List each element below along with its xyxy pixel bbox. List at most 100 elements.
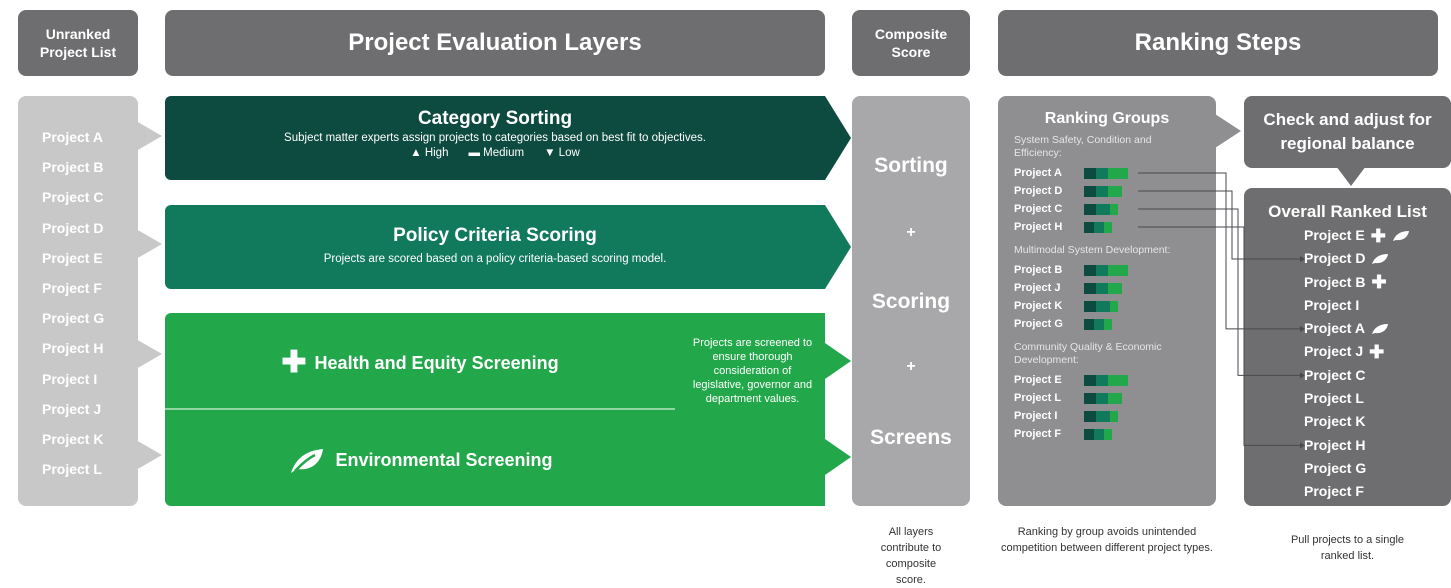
score-bar <box>1084 392 1122 404</box>
score-bar-segment <box>1084 410 1096 422</box>
unranked-project-item: Project E <box>42 249 103 266</box>
ranking-group-project-name: Project B <box>1014 264 1063 276</box>
legend-medium-label: Medium <box>483 147 525 159</box>
ranking-group-project-name: Project I <box>1014 410 1058 422</box>
ranking-group-project: Project C <box>1014 200 1216 218</box>
leaf-icon <box>1372 253 1389 264</box>
score-bar-segment <box>1096 410 1110 422</box>
overall-ranked-item-name: Project E <box>1304 227 1365 243</box>
legend-low-label: Low <box>558 147 580 159</box>
env-arrow <box>825 439 851 475</box>
ranking-header: Ranking Steps <box>998 10 1438 76</box>
score-bar-segment <box>1110 203 1118 215</box>
score-bar-segment <box>1108 374 1128 386</box>
score-bar <box>1084 203 1118 215</box>
composite-header-text: Composite Score <box>874 26 948 60</box>
score-bar-segment <box>1094 428 1104 440</box>
overall-ranked-item: Project C <box>1304 364 1451 387</box>
composite-sorting: Sorting <box>874 154 948 177</box>
score-bar-segment <box>1108 264 1128 276</box>
screening-note: Projects are screened to ensure thorough… <box>692 337 813 405</box>
score-bar-segment <box>1084 167 1096 179</box>
score-bar-segment <box>1108 185 1122 197</box>
ranking-group-project: Project F <box>1014 425 1216 443</box>
health-screening-title: Health and Equity Screening <box>314 352 559 373</box>
policy-scoring-title: Policy Criteria Scoring <box>393 225 597 246</box>
score-bar-segment <box>1096 167 1108 179</box>
plus-icon: ✚ <box>1371 272 1387 293</box>
ranking-group-project-name: Project J <box>1014 282 1061 294</box>
score-bar-segment <box>1096 282 1108 294</box>
score-bar-segment <box>1108 167 1128 179</box>
overall-ranked-item-name: Project A <box>1304 320 1365 337</box>
overall-ranked-item: Project L <box>1304 387 1451 410</box>
score-bar-segment <box>1108 282 1122 294</box>
score-bar-segment <box>1096 392 1108 404</box>
legend-high: ▲ High <box>410 147 448 159</box>
ranking-group-project-name: Project E <box>1014 374 1062 386</box>
category-arrow <box>825 96 851 180</box>
unranked-arrows <box>136 121 162 470</box>
arrow-to-category <box>136 121 162 151</box>
unranked-header: Unranked Project List <box>18 10 138 76</box>
ranking-group-project: Project B <box>1014 261 1216 279</box>
overall-ranked-item-name: Project H <box>1304 436 1366 453</box>
score-bar <box>1084 221 1112 233</box>
screening-divider <box>165 408 675 410</box>
score-bar <box>1084 318 1112 330</box>
category-sorting-band: Category Sorting Subject matter experts … <box>165 96 825 180</box>
category-sorting-desc: Subject matter experts assign projects t… <box>284 132 706 144</box>
ranking-groups-arrow <box>1215 114 1241 148</box>
policy-scoring-desc: Projects are scored based on a policy cr… <box>323 253 667 265</box>
score-bar <box>1084 374 1128 386</box>
policy-scoring-band: Policy Criteria Scoring Projects are sco… <box>165 205 825 289</box>
ranking-group-project-name: Project H <box>1014 221 1063 233</box>
overall-ranked-title: Overall Ranked List <box>1268 202 1427 221</box>
ranking-group-label: Community Quality & Economic Development… <box>1014 341 1162 366</box>
unranked-project-item: Project K <box>42 430 104 447</box>
overall-ranked-item: Project B✚ <box>1304 271 1451 294</box>
score-bar-segment <box>1104 428 1112 440</box>
triangle-down-icon: ▼ <box>544 147 556 159</box>
ranking-group-project: Project L <box>1014 389 1216 407</box>
score-bar <box>1084 282 1122 294</box>
score-bar-segment <box>1094 221 1104 233</box>
score-bar-segment <box>1096 374 1108 386</box>
overall-ranked-item-symbols: ✚ <box>1369 343 1384 361</box>
overall-ranked-item-name: Project F <box>1304 483 1364 500</box>
ranking-groups-caption: Ranking by group avoids unintended compe… <box>1001 526 1213 554</box>
score-bar-segment <box>1096 185 1108 197</box>
leaf-icon <box>1392 230 1409 241</box>
health-arrow <box>825 343 851 379</box>
ranking-group-project-name: Project L <box>1014 392 1062 404</box>
check-adjust-arrow <box>1336 166 1366 186</box>
overall-ranked-item-name: Project I <box>1304 296 1360 313</box>
triangle-up-icon: ▲ <box>410 147 422 159</box>
evaluation-header-text: Project Evaluation Layers <box>348 29 642 56</box>
score-bar <box>1084 410 1118 422</box>
composite-plus-1: + <box>906 224 916 241</box>
composite-screens: Screens <box>870 426 952 449</box>
score-bar-segment <box>1084 374 1096 386</box>
ranking-group-project-name: Project G <box>1014 318 1063 330</box>
unranked-header-text: Unranked Project List <box>39 26 117 60</box>
overall-caption: Pull projects to a single ranked list. <box>1290 534 1405 562</box>
arrow-to-health <box>136 339 162 369</box>
overall-ranked-item-name: Project K <box>1304 413 1366 430</box>
ranking-group-project: Project H <box>1014 218 1216 236</box>
ranking-group-project: Project A <box>1014 164 1216 182</box>
score-bar-segment <box>1096 203 1110 215</box>
overall-ranked-item-symbols: ✚ <box>1371 273 1386 291</box>
unranked-project-item: Project I <box>42 370 98 387</box>
composite-header: Composite Score <box>852 10 970 76</box>
ranking-group-label: System Safety, Condition and Efficiency: <box>1014 134 1152 159</box>
composite-scoring: Scoring <box>871 290 951 313</box>
ranking-group-project-name: Project C <box>1014 203 1063 215</box>
check-adjust-box: Check and adjust for regional balance <box>1244 96 1451 168</box>
overall-ranked-item: Project G <box>1304 457 1451 480</box>
score-bar-segment <box>1104 221 1112 233</box>
overall-ranked-item-name: Project G <box>1304 459 1367 476</box>
score-bar-segment <box>1084 282 1096 294</box>
score-bar <box>1084 428 1112 440</box>
